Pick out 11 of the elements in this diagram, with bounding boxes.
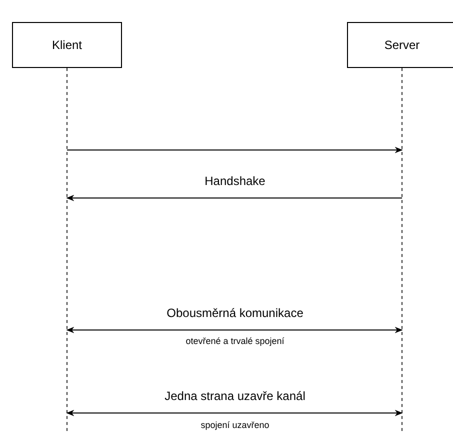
message-arrow [66,194,402,202]
edge-label: Handshake [202,174,268,188]
participant-box: Klient [12,22,122,68]
edge-label: Obousměrná komunikace [164,306,306,320]
message-arrow [66,326,403,334]
participant-box: Server [347,22,453,68]
note-text: otevřené a trvalé spojení [184,336,286,346]
note-text: spojení uzavřeno [198,420,272,430]
edge-label: Jedna strana uzavře kanál [162,389,308,403]
message-arrow [66,410,403,416]
message-arrow [66,146,403,154]
